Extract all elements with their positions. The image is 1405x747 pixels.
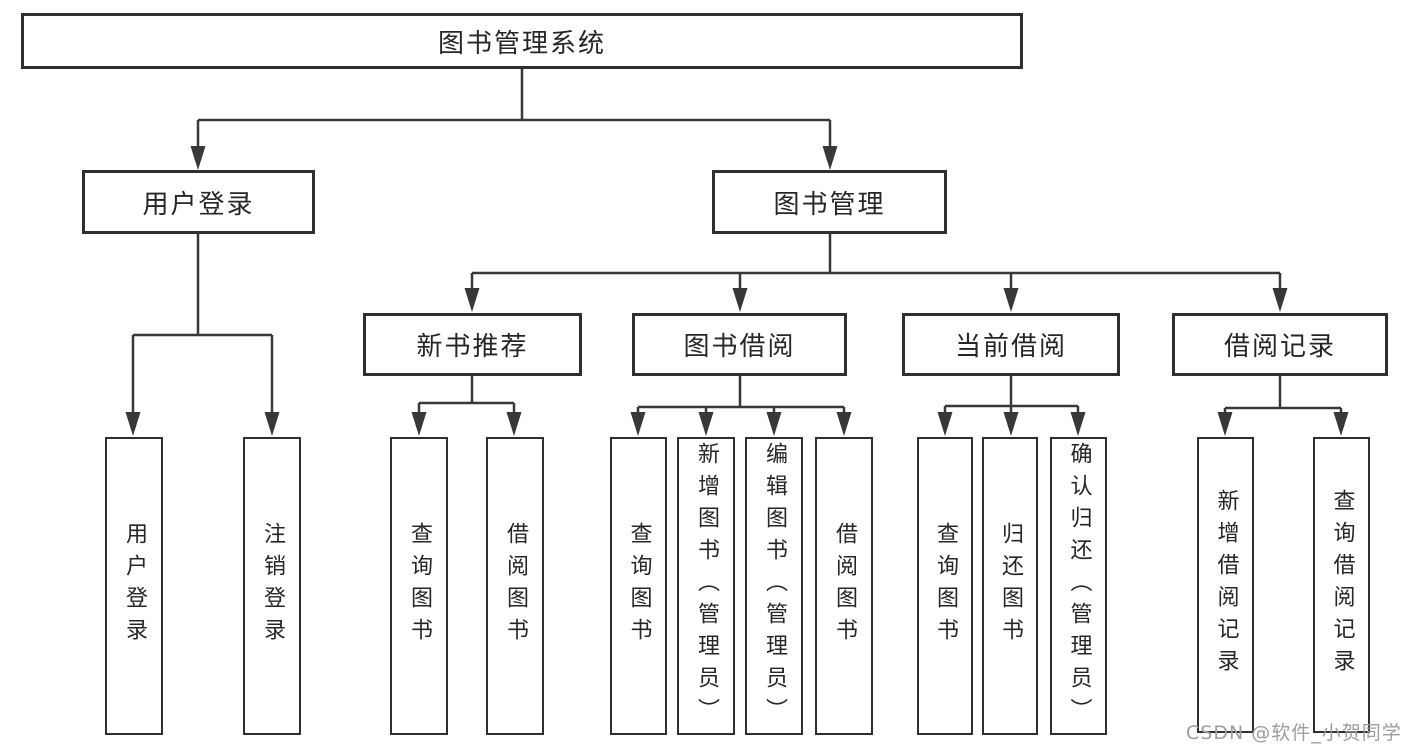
- node-user-login: 用户登录: [82, 170, 315, 234]
- leaf-edit-book-admin: 编辑图书（管理员）: [745, 437, 803, 735]
- leaf-current-query-books: 查询图书: [917, 437, 973, 735]
- leaf-recommend-query-books: 查询图书: [390, 437, 448, 735]
- leaf-add-book-admin: 新增图书（管理员）: [677, 437, 735, 735]
- node-book-management: 图书管理: [712, 170, 947, 234]
- leaf-query-borrow-record: 查询借阅记录: [1313, 437, 1370, 733]
- leaf-user-login: 用户登录: [105, 437, 163, 735]
- node-library-management-system: 图书管理系统: [21, 13, 1023, 69]
- leaf-add-borrow-record: 新增借阅记录: [1197, 437, 1254, 733]
- leaf-logout-login: 注销登录: [243, 437, 301, 735]
- leaf-borrowing-query-books: 查询图书: [610, 437, 667, 735]
- node-borrowing-records: 借阅记录: [1172, 313, 1388, 376]
- node-current-borrowing: 当前借阅: [902, 313, 1120, 376]
- leaf-return-books: 归还图书: [982, 437, 1038, 735]
- leaf-borrowing-borrow-books: 借阅图书: [815, 437, 873, 735]
- csdn-watermark: CSDN @软件_小贺同学: [1186, 722, 1402, 744]
- leaf-recommend-borrow-books: 借阅图书: [486, 437, 544, 735]
- leaf-confirm-return-admin: 确认归还（管理员）: [1050, 437, 1107, 735]
- node-new-book-recommendation: 新书推荐: [363, 313, 582, 376]
- node-book-borrowing: 图书借阅: [632, 313, 847, 376]
